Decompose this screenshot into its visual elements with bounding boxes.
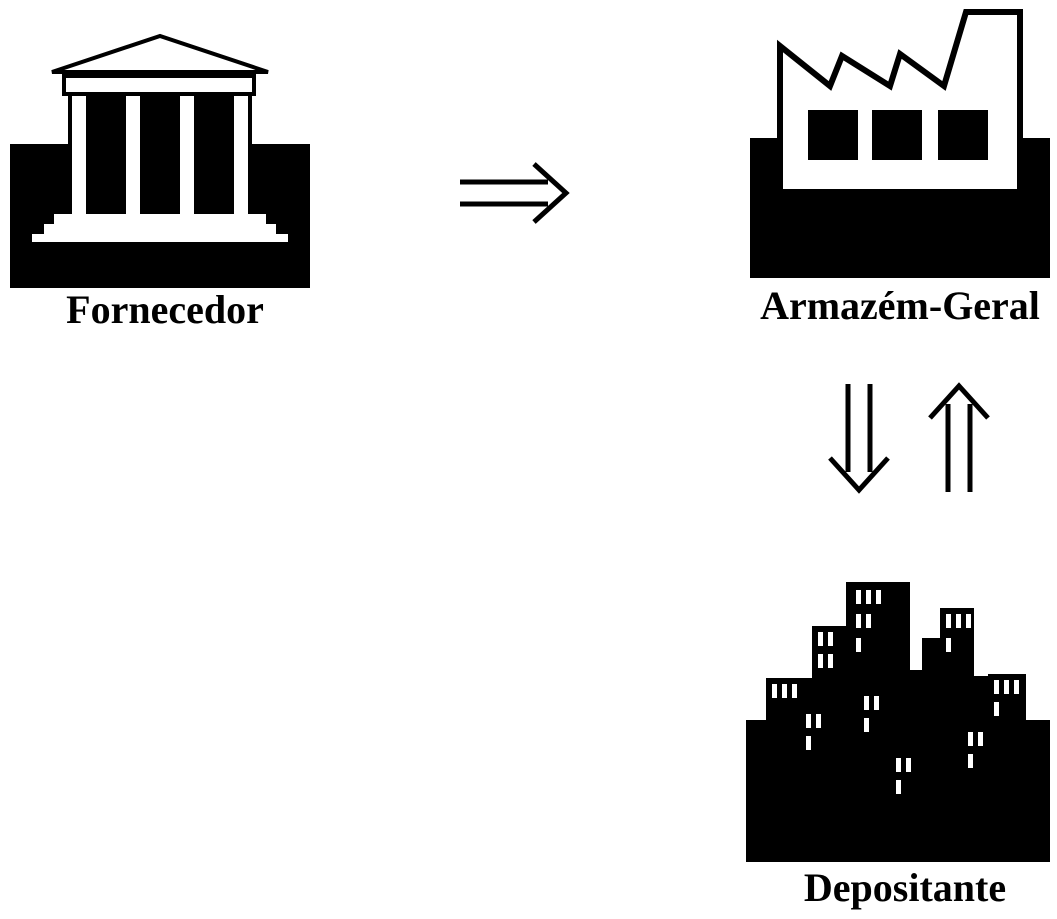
warehouse-node [750,6,1050,278]
factory-icon [750,9,1050,278]
supplier-node [10,30,310,288]
depositor-node [746,580,1050,862]
double-arrow-right-icon [460,160,572,226]
double-arrow-up-icon [926,380,992,492]
depositor-label: Depositante [803,865,1007,910]
warehouse-label: Armazém-Geral [760,283,1040,328]
double-arrow-down-icon [826,384,892,496]
supplier-label: Fornecedor [66,287,264,332]
bank-building-icon [10,33,310,288]
city-buildings-icon [746,582,1050,862]
